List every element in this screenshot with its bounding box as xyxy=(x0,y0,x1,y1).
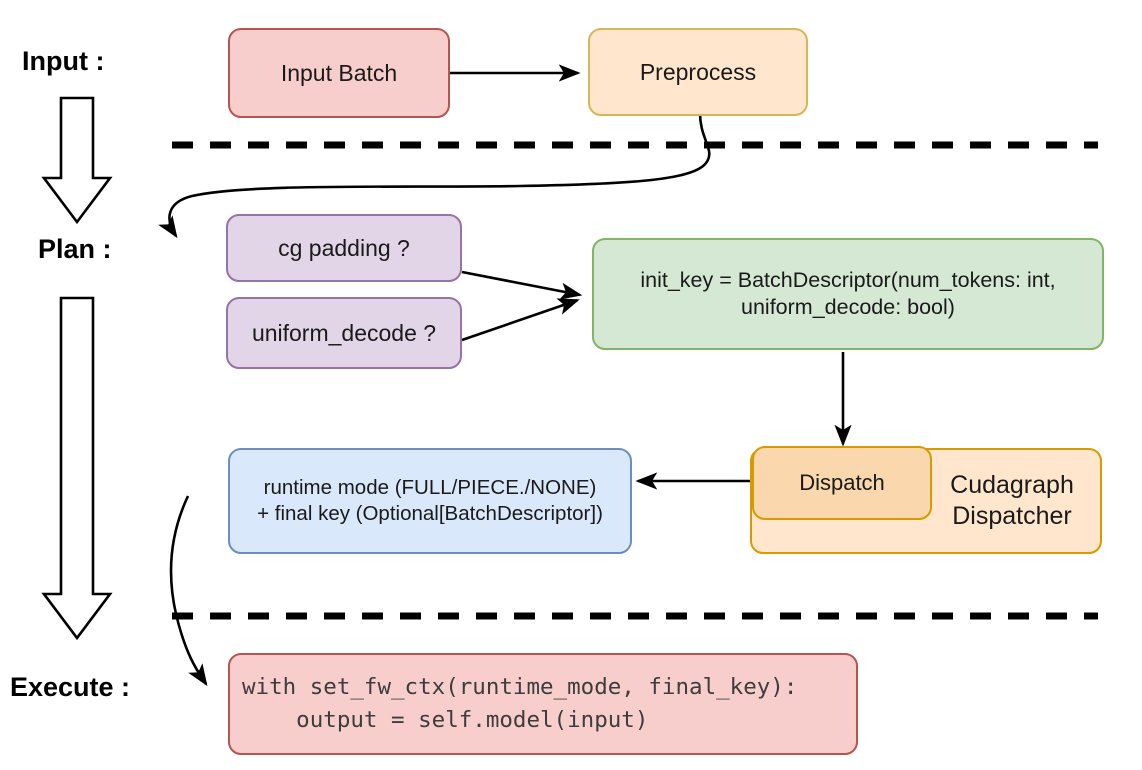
plan-to-execute-block-arrow xyxy=(41,296,113,641)
node-preprocess[interactable]: Preprocess xyxy=(588,28,808,116)
node-cg-padding[interactable]: cg padding ? xyxy=(226,214,462,282)
node-dispatch-label: Dispatch xyxy=(799,470,885,496)
node-input-batch-label: Input Batch xyxy=(280,59,398,86)
node-dispatch[interactable]: Dispatch xyxy=(752,446,932,520)
node-execute-code-line2: output = self.model(input) xyxy=(242,707,649,733)
node-uniform-decode-label: uniform_decode ? xyxy=(251,319,437,346)
node-cg-padding-label: cg padding ? xyxy=(278,234,410,261)
node-init-key-line1: init_key = BatchDescriptor(num_tokens: i… xyxy=(640,268,1056,293)
arrow-runtime-mode-to-execute-code xyxy=(169,495,208,687)
node-cudagraph-dispatcher-line2: Dispatcher xyxy=(952,502,1072,530)
arrow-uniform-decode-to-init-key xyxy=(461,298,580,342)
node-init-key-line2: uniform_decode: bool) xyxy=(741,295,955,319)
node-uniform-decode[interactable]: uniform_decode ? xyxy=(226,297,462,369)
node-runtime-mode-line1: runtime mode (FULL/PIECE./NONE) xyxy=(263,476,597,500)
node-runtime-mode[interactable]: runtime mode (FULL/PIECE./NONE) + final … xyxy=(228,448,632,554)
node-execute-code-line1: with set_fw_ctx(runtime_mode, final_key)… xyxy=(242,674,798,701)
node-preprocess-label: Preprocess xyxy=(639,58,757,85)
stage-label-execute: Execute : xyxy=(10,672,131,702)
node-cudagraph-dispatcher-line1: Cudagraph xyxy=(950,470,1074,499)
node-execute-code[interactable]: with set_fw_ctx(runtime_mode, final_key)… xyxy=(228,653,858,755)
input-to-plan-block-arrow xyxy=(41,96,113,225)
node-runtime-mode-line2: + final key (Optional[BatchDescriptor]) xyxy=(257,502,603,525)
node-init-key[interactable]: init_key = BatchDescriptor(num_tokens: i… xyxy=(592,238,1104,350)
arrow-cg-padding-to-init-key xyxy=(461,270,583,300)
stage-label-input: Input : xyxy=(22,46,105,76)
stage-label-plan: Plan : xyxy=(38,234,112,264)
node-input-batch[interactable]: Input Batch xyxy=(228,28,450,118)
